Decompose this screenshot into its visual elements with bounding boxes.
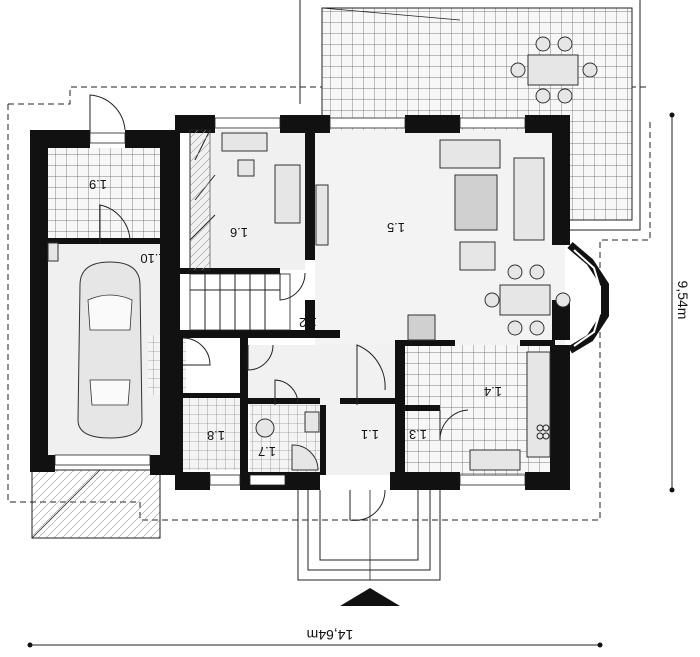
car xyxy=(77,261,143,439)
study-furniture xyxy=(221,132,301,224)
bath-fixtures xyxy=(47,242,320,471)
room-1-4: 1.4 xyxy=(484,384,502,399)
depth-label: 9,54m xyxy=(675,281,691,320)
dimension-width: 14,64m xyxy=(27,627,603,648)
walls xyxy=(30,115,570,490)
room-1-10: 1.10 xyxy=(140,251,165,266)
dimension-depth: 9,54m xyxy=(669,112,691,493)
room-1-3: 1.3 xyxy=(409,427,427,442)
entrance-arrow xyxy=(340,588,400,606)
room-1-7: 1.7 xyxy=(258,444,276,459)
room-labels: 1.1 1.2 1.3 1.4 1.5 1.6 1.7 1.8 1.9 1.10 xyxy=(89,177,502,459)
entrance-porch xyxy=(297,490,441,606)
room-1-8: 1.8 xyxy=(207,428,225,443)
terrace-table xyxy=(510,36,598,104)
doors xyxy=(89,94,469,521)
stairs xyxy=(189,129,291,331)
kitchen-fixtures xyxy=(469,351,551,471)
width-label: 14,64m xyxy=(307,627,354,643)
room-1-9: 1.9 xyxy=(89,177,107,192)
room-1-5: 1.5 xyxy=(387,220,405,235)
garage-ramp xyxy=(31,469,161,539)
room-1-6: 1.6 xyxy=(230,225,248,240)
windows xyxy=(54,117,526,486)
room-1-1: 1.1 xyxy=(361,427,379,442)
room-1-2: 1.2 xyxy=(299,315,317,330)
bay-window xyxy=(567,241,609,354)
living-furniture xyxy=(315,139,571,341)
